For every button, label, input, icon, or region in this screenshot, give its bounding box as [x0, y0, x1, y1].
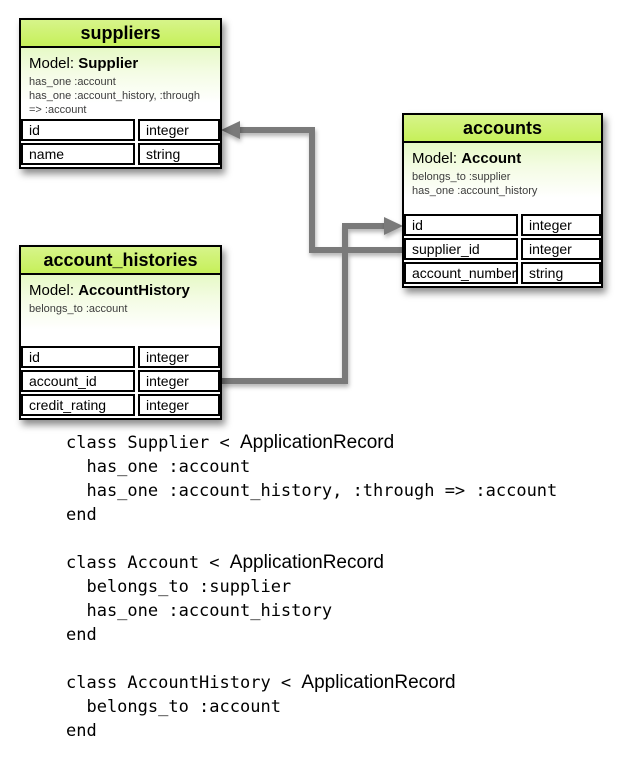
code-text: class AccountHistory <: [66, 673, 302, 693]
code-line: end: [66, 503, 557, 527]
column-type: string: [138, 143, 220, 165]
column-name: account_number: [404, 262, 518, 284]
model-label: Model:: [29, 282, 75, 299]
code-text: end: [66, 625, 97, 645]
code-line: class Supplier < ApplicationRecord: [66, 431, 557, 455]
table-row: account_id integer: [21, 370, 220, 392]
code-text: end: [66, 505, 97, 525]
table-row: id integer: [404, 214, 601, 236]
code-text: has_one :account_history, :through => :a…: [66, 481, 558, 501]
model-label: Model:: [29, 55, 75, 72]
association-line: => :account: [29, 104, 87, 116]
column-type: string: [521, 262, 601, 284]
association-line: has_one :account_history: [412, 185, 538, 197]
table-suppliers-title: suppliers: [21, 20, 220, 48]
column-type: integer: [521, 214, 601, 236]
column-name: credit_rating: [21, 394, 135, 416]
column-type: integer: [521, 238, 601, 260]
foreign-key-connectors: [221, 121, 403, 384]
code-line: class Account < ApplicationRecord: [66, 551, 384, 575]
table-row: account_number string: [404, 262, 601, 284]
table-row: credit_rating integer: [21, 394, 220, 416]
table-account-histories-model-box: Model: AccountHistory belongs_to :accoun…: [21, 275, 220, 344]
code-superclass: ApplicationRecord: [229, 552, 384, 573]
column-name: id: [404, 214, 518, 236]
table-account-histories-title: account_histories: [21, 247, 220, 275]
connector-histories-to-accounts: [222, 223, 386, 384]
model-line: Model: AccountHistory: [29, 282, 212, 299]
code-superclass: ApplicationRecord: [240, 432, 395, 453]
table-accounts-model-box: Model: Account belongs_to :supplier has_…: [404, 143, 601, 212]
table-row: supplier_id integer: [404, 238, 601, 260]
model-name: Account: [461, 150, 522, 167]
column-type: integer: [138, 370, 220, 392]
code-line: class AccountHistory < ApplicationRecord: [66, 671, 456, 695]
code-text: belongs_to :account: [66, 697, 281, 717]
model-name: AccountHistory: [78, 282, 190, 299]
code-text: has_one :account_history: [66, 601, 333, 621]
arrowhead-right-icon: [384, 217, 403, 235]
column-type: integer: [138, 119, 220, 141]
table-row: id integer: [21, 119, 220, 141]
code-block-supplier: class Supplier < ApplicationRecord has_o…: [66, 431, 557, 527]
table-accounts-title: accounts: [404, 115, 601, 143]
model-line: Model: Account: [412, 150, 593, 167]
table-accounts: accounts Model: Account belongs_to :supp…: [402, 113, 603, 288]
column-name: name: [21, 143, 135, 165]
code-line: end: [66, 623, 384, 647]
column-type: integer: [138, 346, 220, 368]
code-text: class Account <: [66, 553, 230, 573]
model-label: Model:: [412, 150, 458, 167]
code-line: end: [66, 719, 456, 743]
code-line: has_one :account_history, :through => :a…: [66, 479, 557, 503]
column-name: id: [21, 346, 135, 368]
arrowhead-left-icon: [221, 121, 240, 139]
association-line: belongs_to :supplier: [412, 171, 511, 183]
code-text: class Supplier <: [66, 433, 240, 453]
code-block-account: class Account < ApplicationRecord belong…: [66, 551, 384, 647]
association-line: has_one :account_history, :through: [29, 90, 201, 102]
table-suppliers: suppliers Model: Supplier has_one :accou…: [19, 18, 222, 169]
column-name: id: [21, 119, 135, 141]
code-line: belongs_to :supplier: [66, 575, 384, 599]
code-superclass: ApplicationRecord: [301, 672, 456, 693]
column-name: account_id: [21, 370, 135, 392]
code-line: has_one :account_history: [66, 599, 384, 623]
code-text: has_one :account: [66, 457, 251, 477]
model-name: Supplier: [78, 55, 139, 72]
code-line: belongs_to :account: [66, 695, 456, 719]
table-row: name string: [21, 143, 220, 165]
table-account-histories: account_histories Model: AccountHistory …: [19, 245, 222, 420]
association-line: has_one :account: [29, 76, 116, 88]
er-diagram: suppliers Model: Supplier has_one :accou…: [19, 18, 603, 420]
code-text: end: [66, 721, 97, 741]
connector-accounts-to-suppliers: [238, 127, 402, 253]
code-line: has_one :account: [66, 455, 557, 479]
code-text: belongs_to :supplier: [66, 577, 292, 597]
column-name: supplier_id: [404, 238, 518, 260]
table-suppliers-model-box: Model: Supplier has_one :account has_one…: [21, 48, 220, 117]
model-line: Model: Supplier: [29, 55, 212, 72]
column-type: integer: [138, 394, 220, 416]
association-line: belongs_to :account: [29, 303, 128, 315]
code-block-account-history: class AccountHistory < ApplicationRecord…: [66, 671, 456, 743]
table-row: id integer: [21, 346, 220, 368]
